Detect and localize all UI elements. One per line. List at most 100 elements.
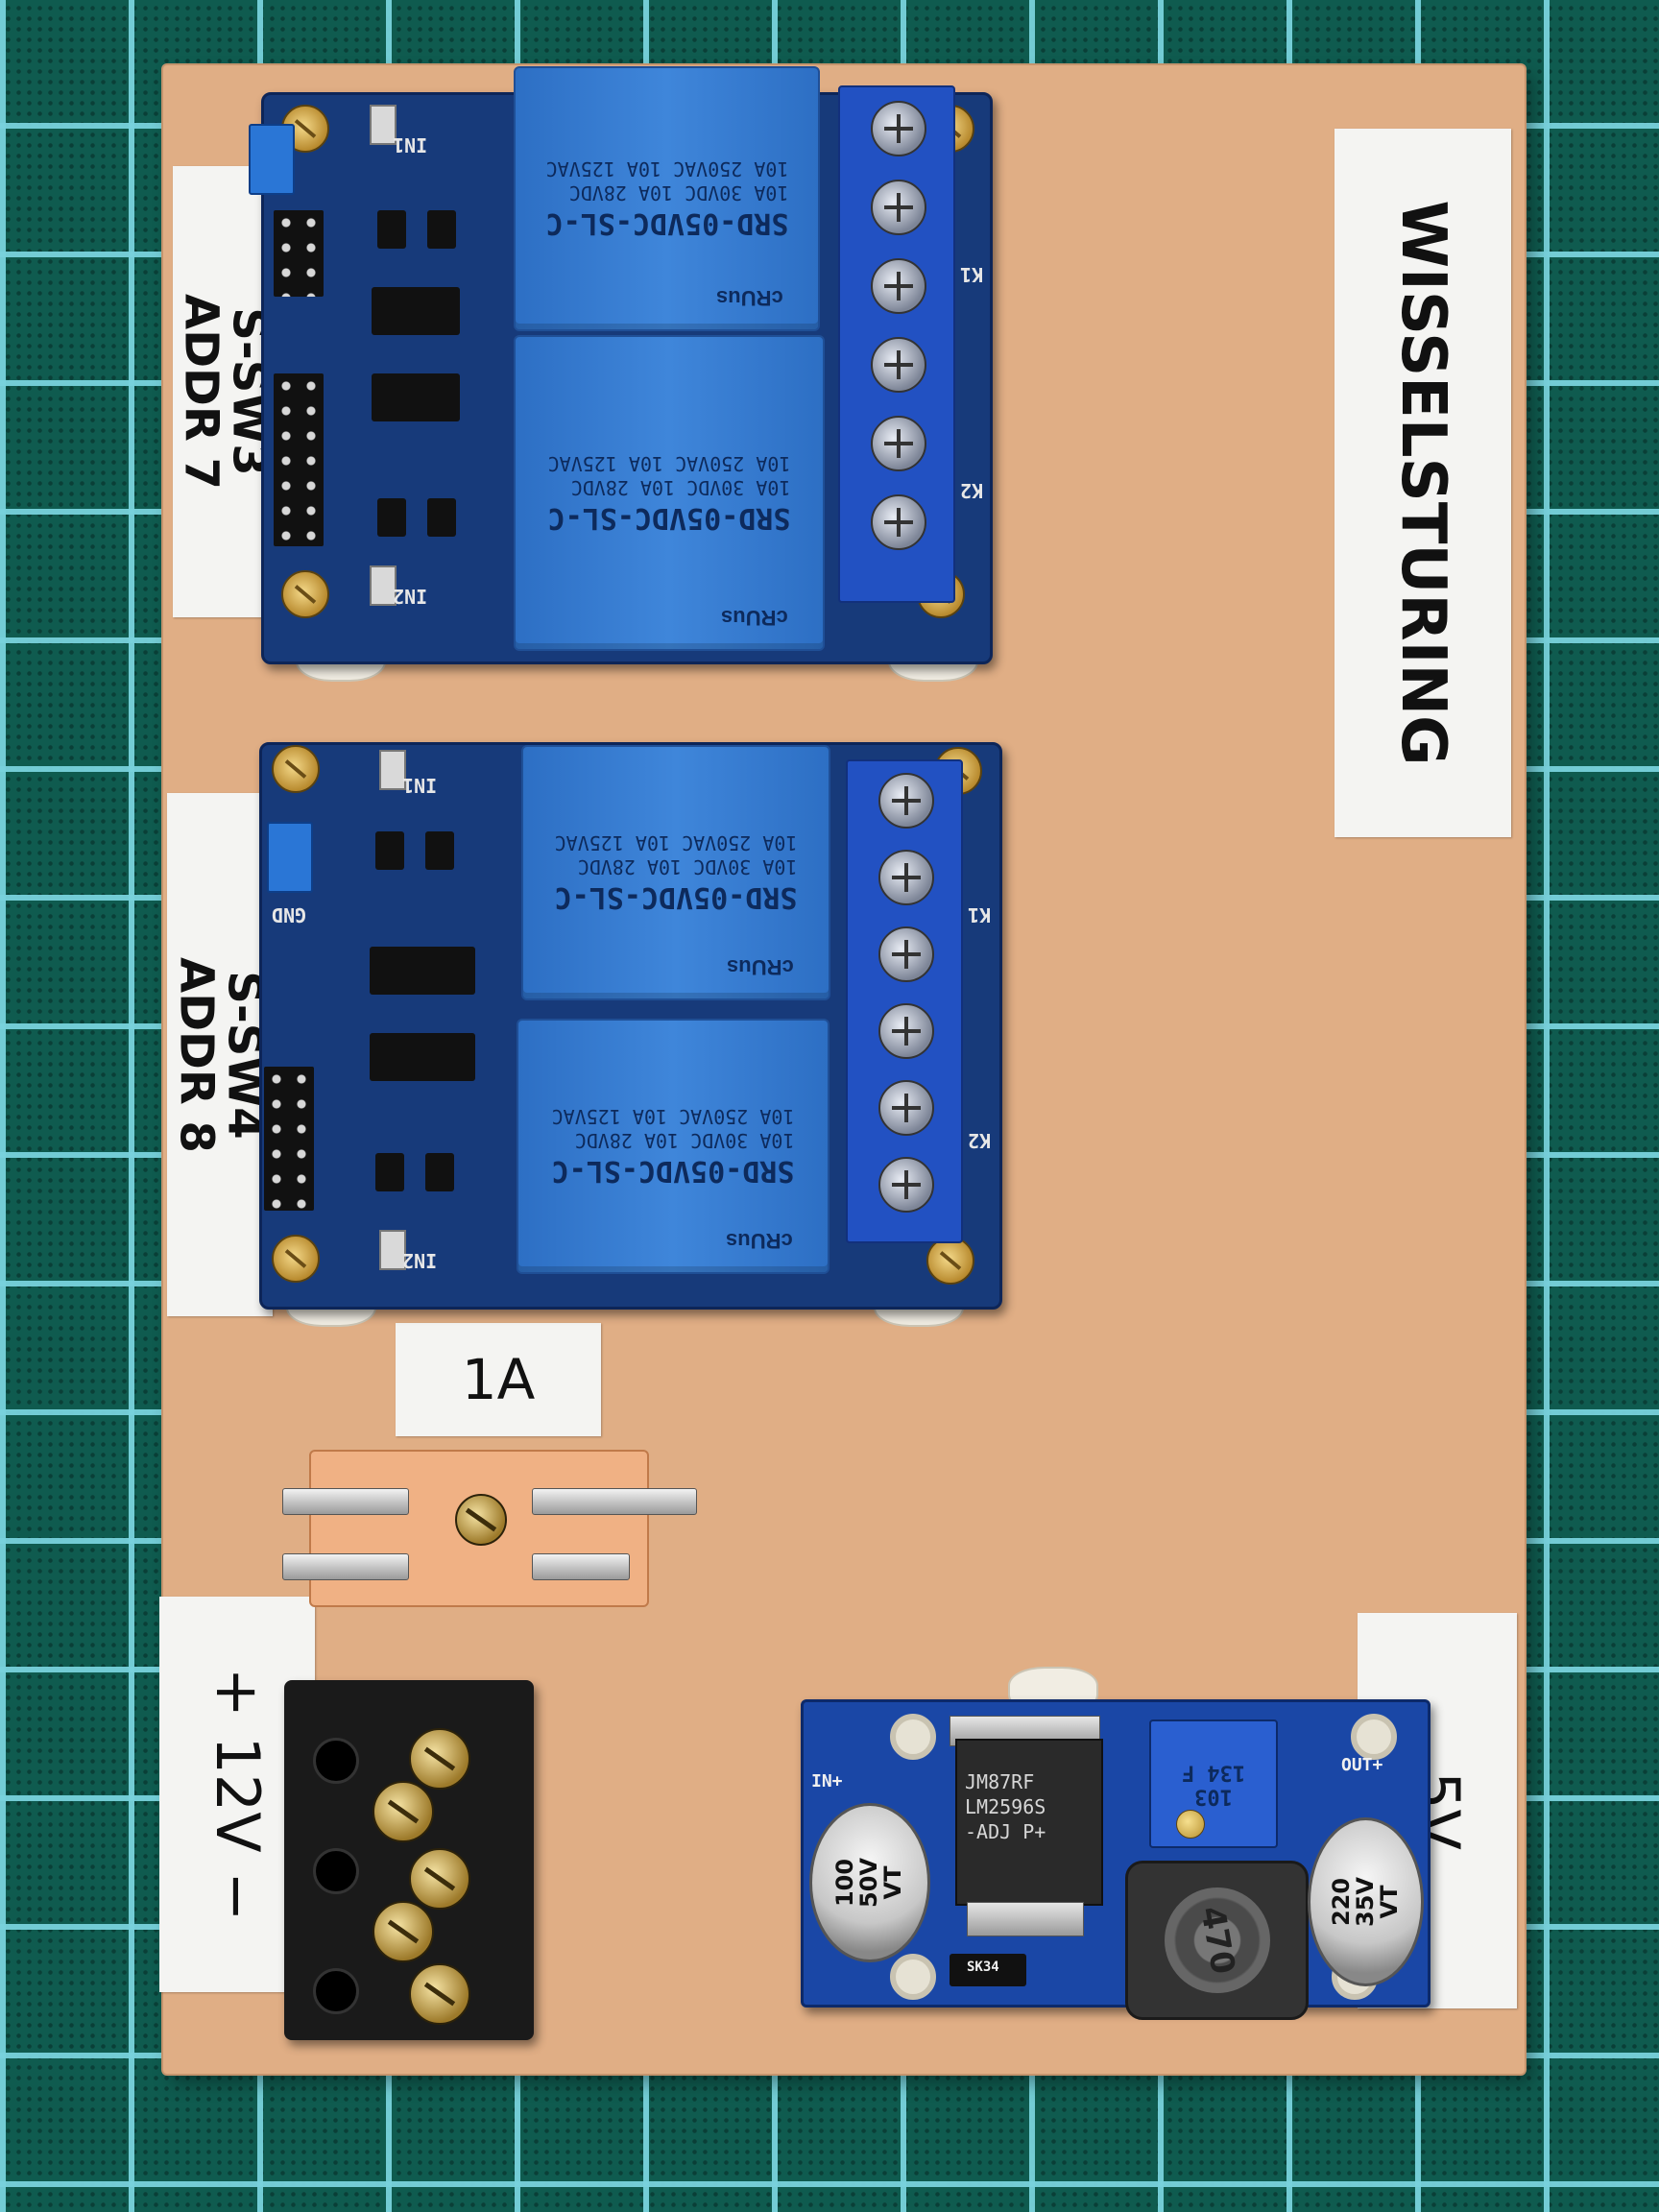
fuse-clip — [282, 1488, 409, 1515]
relay-rating-0: 10A 250VAC 10A 125VAC — [545, 157, 788, 181]
diode-label: SK34 — [967, 1960, 999, 1975]
smd-component — [425, 1153, 454, 1191]
silk-k2: K2 — [960, 479, 984, 502]
led-in1 — [379, 750, 406, 790]
diode: SK34 — [950, 1954, 1026, 1986]
silk-k1: K1 — [968, 903, 992, 926]
fuse-clip — [282, 1553, 409, 1580]
connector-screw[interactable] — [409, 1728, 470, 1790]
optocoupler — [370, 1033, 475, 1081]
terminal-screw[interactable] — [878, 1080, 934, 1136]
power-in-text: + 12V − — [203, 1667, 273, 1922]
module2-label: S-SW4 ADDR 8 — [167, 793, 273, 1316]
silk-gnd: GND — [272, 903, 307, 926]
module2-addr: ADDR 8 — [169, 956, 223, 1153]
socket-hole — [313, 1848, 359, 1894]
terminal-block — [838, 85, 955, 603]
cert-mark: cRUus — [727, 955, 794, 979]
relay-rating-1: 10A 30VDC 10A 28VDC — [574, 1129, 795, 1153]
relay-rating-0: 10A 250VAC 10A 125VAC — [551, 1105, 795, 1129]
fuse-clip — [532, 1553, 630, 1580]
terminal-screw[interactable] — [871, 180, 926, 235]
terminal-screw[interactable] — [871, 337, 926, 393]
relay-k2: SRD-05VDC-SL-C 10A 30VDC 10A 28VDC 10A 2… — [517, 1019, 830, 1274]
module1-addr: ADDR 7 — [174, 294, 228, 490]
cap-out-voltage: 35V — [1351, 1877, 1379, 1927]
relay-k1: SRD-05VDC-SL-C 10A 30VDC 10A 28VDC 10A 2… — [521, 745, 830, 1000]
led-in1 — [370, 105, 397, 145]
relay-module-2: IN1 IN2 GND SRD-05VDC-SL-C 10A 30VDC 10A… — [259, 742, 1002, 1310]
relay-type: SRD-05VDC-SL-C — [551, 1153, 795, 1188]
terminal-block — [846, 759, 963, 1243]
fuse-holder[interactable] — [282, 1450, 697, 1607]
pin-header — [274, 210, 324, 297]
relay-module-1: IN1 IN2 SRD-05VDC-SL-C 10A 30VDC 10A 28V… — [249, 66, 993, 664]
fuse-screw — [455, 1494, 507, 1546]
silk-in2: IN2 — [393, 585, 428, 608]
connector-screw[interactable] — [409, 1848, 470, 1910]
jumper[interactable] — [267, 822, 313, 893]
ic-pins — [967, 1902, 1084, 1936]
cap-out-value: 220 — [1327, 1877, 1355, 1927]
connector-screw[interactable] — [373, 1781, 434, 1842]
mounting-screw — [926, 1237, 974, 1285]
trimpot-knob[interactable] — [1176, 1810, 1205, 1839]
relay-rating-0: 10A 250VAC 10A 125VAC — [547, 451, 791, 475]
terminal-screw[interactable] — [871, 258, 926, 314]
terminal-screw[interactable] — [871, 416, 926, 471]
relay-k2: SRD-05VDC-SL-C 10A 30VDC 10A 28VDC 10A 2… — [514, 335, 825, 651]
title-label: WISSELSTURING — [1334, 129, 1511, 837]
terminal-screw[interactable] — [878, 926, 934, 982]
smd-component — [377, 210, 406, 249]
cap-in-series: VT — [879, 1865, 907, 1900]
ic-line-2: -ADJ P+ — [965, 1820, 1046, 1843]
power-input-connector — [284, 1680, 534, 2040]
connector-screw[interactable] — [409, 1963, 470, 2025]
trimpot[interactable]: 103 134 F — [1149, 1719, 1278, 1848]
silk-in2: IN2 — [402, 1249, 438, 1272]
mounting-board: WISSELSTURING S-SW3 ADDR 7 S-SW4 ADDR 8 … — [159, 65, 1525, 2074]
silk-out-plus: OUT+ — [1341, 1755, 1383, 1775]
relay-type: SRD-05VDC-SL-C — [545, 205, 788, 240]
cert-mark: cRUus — [726, 1229, 793, 1253]
fuse-clip — [532, 1488, 697, 1515]
terminal-screw[interactable] — [878, 1157, 934, 1213]
relay-type: SRD-05VDC-SL-C — [547, 500, 791, 535]
mount-hole — [890, 1714, 936, 1760]
trimpot-value: 103 — [1194, 1784, 1233, 1809]
terminal-screw[interactable] — [871, 494, 926, 550]
regulator-ic: JM87RF LM2596S -ADJ P+ — [955, 1739, 1103, 1906]
silk-k1: K1 — [960, 263, 984, 286]
optocoupler — [370, 947, 475, 995]
terminal-screw[interactable] — [878, 850, 934, 905]
terminal-screw[interactable] — [871, 101, 926, 156]
optocoupler — [372, 287, 460, 335]
silk-in-plus: IN+ — [811, 1771, 843, 1791]
mount-hole — [1351, 1714, 1397, 1760]
socket-hole — [313, 1738, 359, 1784]
led-in2 — [379, 1230, 406, 1270]
mounting-screw — [281, 570, 329, 618]
smd-component — [375, 831, 404, 870]
smd-component — [425, 831, 454, 870]
relay-k1: SRD-05VDC-SL-C 10A 30VDC 10A 28VDC 10A 2… — [514, 66, 820, 331]
mounting-screw — [272, 745, 320, 793]
relay-type: SRD-05VDC-SL-C — [554, 879, 798, 914]
relay-rating-1: 10A 30VDC 10A 28VDC — [570, 475, 791, 499]
buck-converter: IN+ OUT+ 100 50V VT JM87RF LM2596S -ADJ … — [801, 1699, 1431, 2020]
terminal-screw[interactable] — [878, 773, 934, 829]
fuse-text: 1A — [461, 1347, 536, 1412]
cap-in-value: 100 — [831, 1858, 859, 1908]
cap-in-voltage: 50V — [855, 1858, 883, 1908]
cert-mark: cRUus — [721, 606, 788, 630]
optocoupler — [372, 373, 460, 421]
ic-line-0: JM87RF — [965, 1770, 1035, 1793]
terminal-screw[interactable] — [878, 1003, 934, 1059]
title-text: WISSELSTURING — [1387, 200, 1458, 766]
relay-rating-1: 10A 30VDC 10A 28VDC — [577, 855, 798, 879]
module1-label: S-SW3 ADDR 7 — [173, 166, 276, 617]
connector-screw[interactable] — [373, 1901, 434, 1962]
jumper[interactable] — [249, 124, 295, 195]
relay-rating-0: 10A 250VAC 10A 125VAC — [554, 831, 798, 855]
smd-component — [375, 1153, 404, 1191]
